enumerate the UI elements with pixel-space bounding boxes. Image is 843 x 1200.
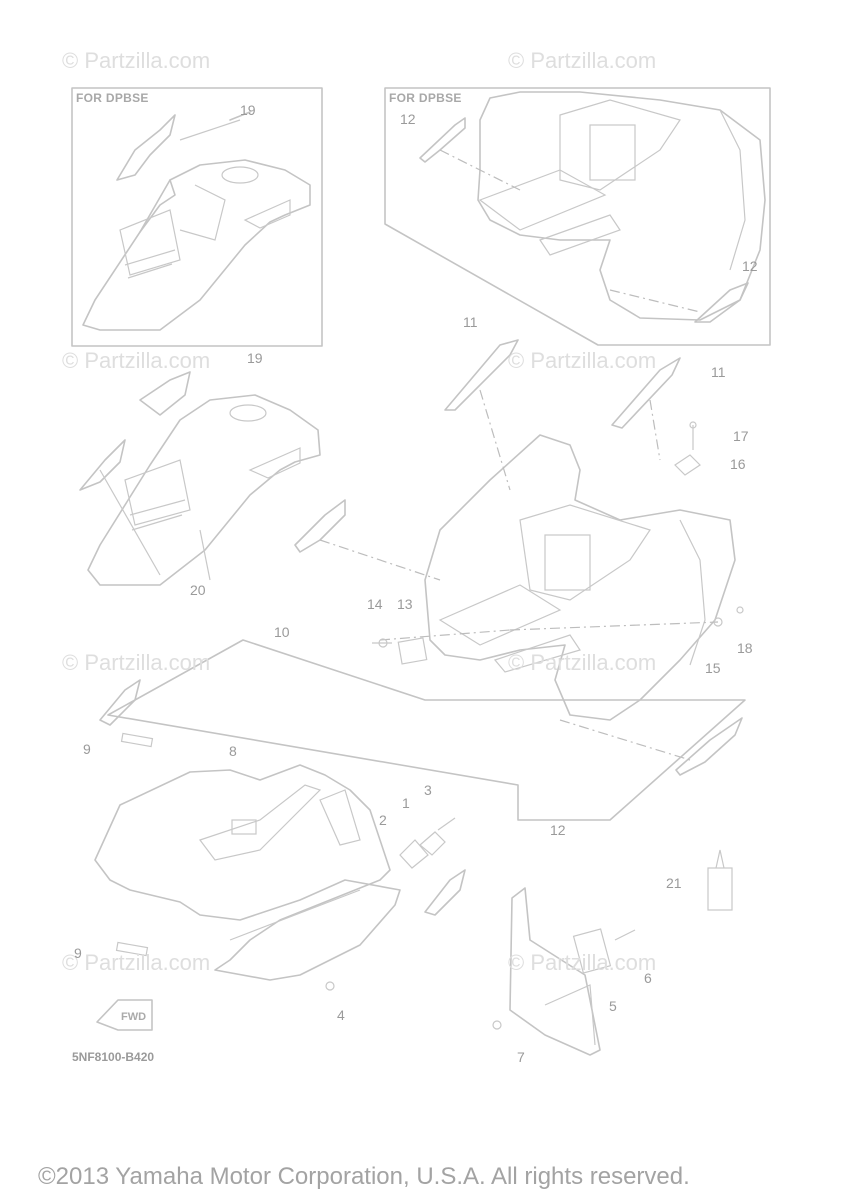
- watermark: © Partzilla.com: [62, 348, 211, 373]
- part-label-13: 13: [397, 596, 413, 612]
- part-label-12: 12: [742, 258, 758, 274]
- part-label-7: 7: [517, 1049, 525, 1065]
- part-label-9: 9: [83, 741, 91, 757]
- part-label-17: 17: [733, 428, 749, 444]
- dpbse-box-left: [71, 87, 323, 347]
- watermark: © Partzilla.com: [508, 48, 657, 73]
- watermark: © Partzilla.com: [62, 48, 211, 73]
- part-label-9: 9: [74, 945, 82, 961]
- watermark: © Partzilla.com: [508, 650, 657, 675]
- tag-21: [707, 849, 733, 911]
- part-label-8: 8: [229, 743, 237, 759]
- parts-1-2-3: [399, 817, 466, 916]
- parts-13-14: [372, 637, 428, 665]
- copyright-notice: ©2013 Yamaha Motor Corporation, U.S.A. A…: [38, 1163, 690, 1190]
- part-label-1: 1: [402, 795, 410, 811]
- box-title-right: FOR DPBSE: [389, 91, 462, 105]
- watermark: © Partzilla.com: [508, 348, 657, 373]
- part-label-21: 21: [666, 875, 682, 891]
- part-label-15: 15: [705, 660, 721, 676]
- parts-5-6-7: [325, 887, 636, 1056]
- rear-fender-seat-middle: [79, 371, 321, 586]
- part-label-11: 11: [711, 364, 726, 380]
- part-label-11: 11: [463, 314, 478, 330]
- diagram-code: 5NF8100-B420: [72, 1050, 155, 1064]
- fwd-arrow-icon: FWD: [96, 999, 153, 1031]
- svg-text:FWD: FWD: [121, 1011, 146, 1023]
- front-fender: [94, 679, 401, 981]
- watermark: © Partzilla.com: [62, 950, 211, 975]
- decal-11: [444, 339, 681, 491]
- part-label-4: 4: [337, 1007, 345, 1023]
- part-label-19: 19: [247, 350, 263, 366]
- part-label-12: 12: [550, 822, 566, 838]
- watermark: © Partzilla.com: [62, 650, 211, 675]
- watermark: © Partzilla.com: [508, 950, 657, 975]
- rear-fender-right-box: [419, 91, 766, 323]
- part-label-5: 5: [609, 998, 617, 1014]
- assembly-outline: [107, 639, 746, 821]
- rear-fender-center: [294, 434, 744, 776]
- dpbse-box-right: [384, 87, 771, 346]
- part-label-16: 16: [730, 456, 746, 472]
- part-label-12: 12: [400, 111, 416, 127]
- part-label-10: 10: [274, 624, 290, 640]
- part-label-2: 2: [379, 812, 387, 828]
- part-label-19: 19: [240, 102, 256, 118]
- rear-fender-seat-left-box: [82, 111, 311, 331]
- part-label-18: 18: [737, 640, 753, 656]
- part-label-14: 14: [367, 596, 383, 612]
- box-title-left: FOR DPBSE: [76, 91, 149, 105]
- part-label-20: 20: [190, 582, 206, 598]
- part-label-3: 3: [424, 782, 432, 798]
- part-label-6: 6: [644, 970, 652, 986]
- decal-9: [115, 732, 154, 957]
- bracket-16-17: [674, 421, 701, 476]
